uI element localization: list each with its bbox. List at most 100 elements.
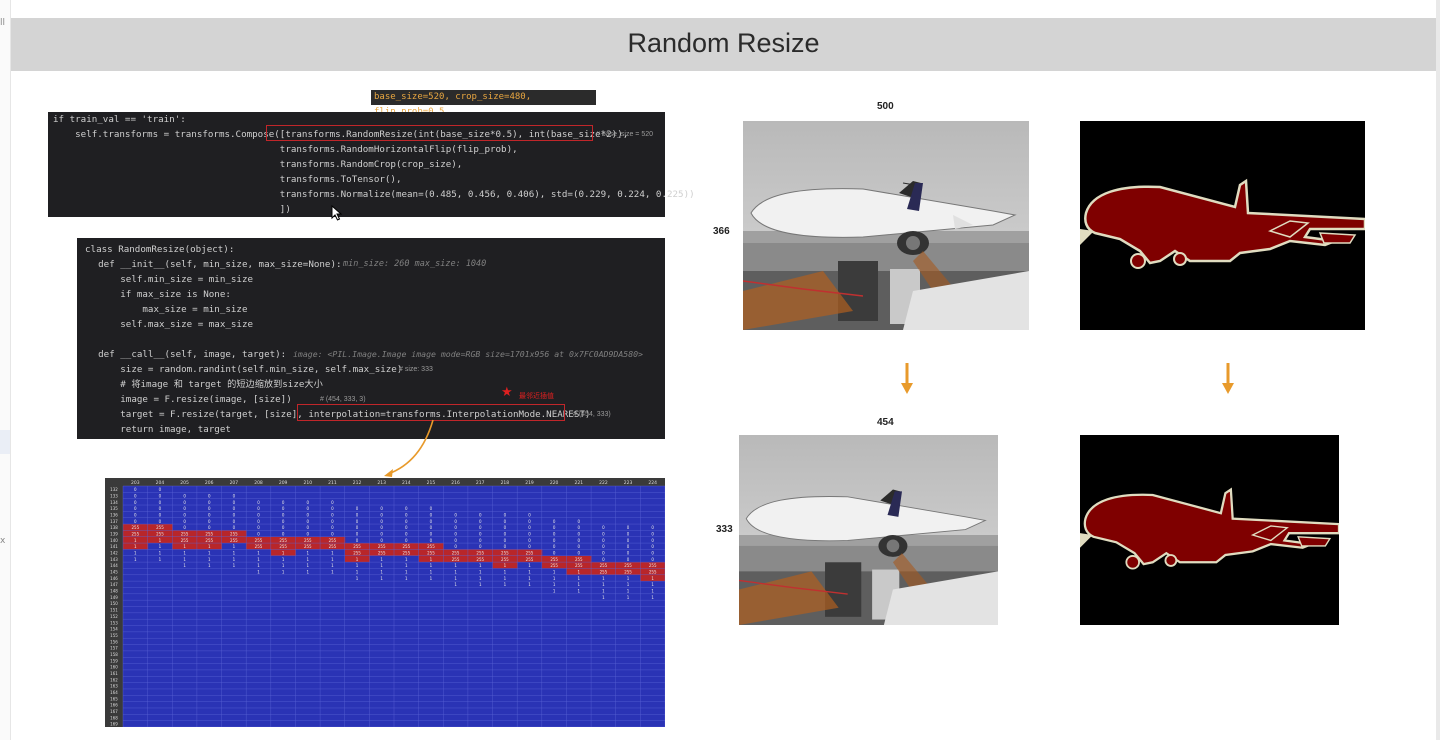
grid-cell-value: 1 <box>627 595 630 600</box>
grid-cell-value: 1 <box>528 576 531 581</box>
grid-cell-value: 0 <box>430 512 433 517</box>
grid-cell-value: 0 <box>479 538 482 543</box>
grid-cell-value: 0 <box>380 531 383 536</box>
segmentation-mask-resized-image <box>1080 435 1339 625</box>
grid-col-header: 214 <box>402 480 411 486</box>
grid-cell-value: 1 <box>331 563 334 568</box>
grid-cell-value: 0 <box>627 538 630 543</box>
grid-cell-value: 0 <box>651 550 654 555</box>
code-line: def __call__(self, image, target): <box>76 349 287 360</box>
grid-row-header: 163 <box>110 684 118 689</box>
grid-col-header: 217 <box>476 480 485 486</box>
grid-cell-value: 1 <box>602 576 605 581</box>
grid-cell-value: 0 <box>602 538 605 543</box>
grid-cell-value: 0 <box>380 506 383 511</box>
grid-cell-value: 0 <box>602 557 605 562</box>
grid-cell-value: 0 <box>282 506 285 511</box>
grid-cell-value: 255 <box>255 544 263 549</box>
right-scrollbar[interactable] <box>1436 0 1440 740</box>
grid-cell-value: 255 <box>402 550 410 555</box>
code-line: transforms.Normalize(mean=(0.485, 0.456,… <box>53 189 695 200</box>
grid-cell-value: 255 <box>329 538 337 543</box>
grid-cell-value: 0 <box>651 544 654 549</box>
grid-cell-value: 1 <box>553 576 556 581</box>
grid-cell-value: 1 <box>454 582 457 587</box>
code-hint-init: min_size: 260 max_size: 1040 <box>343 259 487 269</box>
airplane-photo-resized-image <box>739 435 998 625</box>
grid-cell-value: 0 <box>430 519 433 524</box>
grid-cell-value: 0 <box>504 544 507 549</box>
grid-cell-value: 0 <box>183 493 186 498</box>
grid-cell-value: 0 <box>479 544 482 549</box>
grid-cell-value: 1 <box>356 576 359 581</box>
grid-cell-value: 255 <box>526 557 534 562</box>
grid-cell-value: 1 <box>208 544 211 549</box>
grid-cell-value: 255 <box>205 538 213 543</box>
grid-cell-value: 0 <box>134 506 137 511</box>
grid-row-header: 145 <box>110 570 118 575</box>
code-line: ]) <box>53 204 291 215</box>
grid-cell-value: 255 <box>402 544 410 549</box>
code-line: self.min_size = min_size <box>76 274 254 285</box>
grid-row-header: 155 <box>110 633 118 638</box>
grid-cell-value: 1 <box>380 563 383 568</box>
grid-row-header: 168 <box>110 715 118 720</box>
grid-cell-value: 255 <box>353 550 361 555</box>
grid-cell-value: 0 <box>627 550 630 555</box>
grid-col-header: 203 <box>131 480 140 486</box>
grid-row-header: 154 <box>110 627 118 632</box>
grid-cell-value: 0 <box>553 550 556 555</box>
grid-cell-value: 1 <box>159 544 162 549</box>
grid-cell-value: 0 <box>331 512 334 517</box>
grid-cell-value: 0 <box>553 519 556 524</box>
grid-cell-value: 1 <box>430 570 433 575</box>
grid-cell-value: 0 <box>183 506 186 511</box>
grid-cell-value: 255 <box>230 531 238 536</box>
grid-cell-value: 0 <box>504 538 507 543</box>
grid-cell-value: 0 <box>405 519 408 524</box>
grid-cell-value: 1 <box>257 563 260 568</box>
grid-cell-value: 0 <box>356 506 359 511</box>
grid-cell-value: 255 <box>476 550 484 555</box>
grid-row-header: 164 <box>110 690 118 695</box>
grid-cell-value: 0 <box>454 544 457 549</box>
grid-cell-value: 1 <box>602 589 605 594</box>
grid-cell-value: 1 <box>257 570 260 575</box>
grid-cell-value: 1 <box>183 544 186 549</box>
grid-cell-value: 0 <box>331 500 334 505</box>
grid-cell-value: 0 <box>183 512 186 517</box>
grid-cell-value: 1 <box>627 576 630 581</box>
code-line: self.transforms = transforms.Compose([tr… <box>53 129 629 140</box>
top-width-label: 500 <box>877 101 894 112</box>
grid-cell-value: 1 <box>602 595 605 600</box>
grid-red-band-cell <box>147 524 173 544</box>
grid-cell-value: 1 <box>651 589 654 594</box>
grid-cell-value: 1 <box>553 582 556 587</box>
grid-cell-value: 0 <box>331 506 334 511</box>
code-line: self.max_size = max_size <box>76 319 254 330</box>
code-hint-call: image: <PIL.Image.Image image mode=RGB s… <box>293 349 643 359</box>
grid-cell-value: 0 <box>627 525 630 530</box>
grid-row-header: 167 <box>110 709 118 714</box>
grid-cell-value: 0 <box>627 531 630 536</box>
grid-cell-value: 255 <box>304 538 312 543</box>
code-line: max_size = min_size <box>76 304 248 315</box>
grid-row-header: 140 <box>110 538 118 543</box>
grid-cell-value: 0 <box>282 525 285 530</box>
grid-cell-value: 0 <box>627 557 630 562</box>
grid-row-header: 152 <box>110 614 118 619</box>
grid-cell-value: 0 <box>577 531 580 536</box>
grid-cell-value: 1 <box>208 557 211 562</box>
highlight-nearest-interpolation <box>297 404 565 421</box>
grid-cell-value: 255 <box>304 544 312 549</box>
grid-cell-value: 1 <box>504 563 507 568</box>
grid-cell-value: 0 <box>602 544 605 549</box>
grid-cell-value: 255 <box>181 531 189 536</box>
grid-cell-value: 1 <box>233 563 236 568</box>
grid-row-header: 166 <box>110 703 118 708</box>
grid-cell-value: 1 <box>454 576 457 581</box>
grid-cell-value: 0 <box>282 512 285 517</box>
grid-cell-value: 0 <box>553 525 556 530</box>
grid-row-header: 147 <box>110 582 118 587</box>
down-arrow-icon <box>1222 363 1234 394</box>
